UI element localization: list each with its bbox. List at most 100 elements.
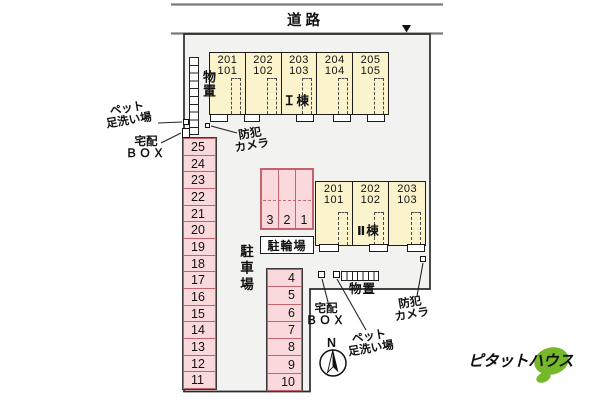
compass-north-label: N	[327, 336, 337, 350]
building-2-name: Ⅱ棟	[357, 224, 380, 238]
delivery-box-marker-bottom	[318, 271, 325, 278]
parking-stall: 21	[183, 204, 216, 223]
bicycle-stall: 2	[278, 169, 296, 229]
unit-number: 101	[323, 193, 344, 206]
unit-number: 105	[360, 64, 381, 77]
parking-stall: 10	[267, 372, 302, 391]
unit-number: 101	[217, 64, 238, 77]
parking-stall: 4	[267, 269, 302, 288]
delivery-box-marker-top	[182, 128, 190, 138]
unit-number: 102	[360, 193, 381, 206]
parking-stall: 5	[267, 286, 302, 305]
logo-bubble-icon	[534, 347, 569, 383]
entry-dash-mark	[338, 78, 349, 114]
parking-stall: 14	[183, 321, 216, 340]
unit-204-104: 204 104	[317, 53, 354, 114]
entry-dash-mark	[373, 78, 384, 114]
parking-left-column: 25 24 23 22 21 20 19 18 17 16 15 14 13 1…	[182, 137, 217, 390]
bicycle-stall: 3	[261, 169, 279, 229]
parking-stall: 15	[183, 304, 216, 323]
parking-stall: 23	[183, 171, 216, 190]
delivery-box-label-bottom: 宅配 ＢＯＸ	[305, 303, 347, 327]
parking-stall: 22	[183, 188, 216, 206]
camera-marker-top	[205, 123, 210, 128]
unit-201-101: 201 101	[210, 53, 246, 114]
unit-202-102: 202 102	[246, 53, 282, 114]
unit-203-103: 203 103	[389, 182, 425, 245]
logo-text: ピタットハウス	[468, 353, 574, 370]
bicycle-dash-line	[263, 200, 311, 201]
parking-stall: 24	[183, 154, 216, 173]
unit-number: 103	[289, 64, 309, 77]
parking-stall: 6	[267, 303, 302, 322]
unit-number: 202	[360, 183, 381, 195]
entry-dash-mark	[230, 78, 241, 114]
entry-step	[407, 244, 425, 252]
pet-wash-marker-bottom	[333, 271, 340, 278]
entry-step	[296, 114, 314, 122]
unit-number: 201	[217, 54, 238, 66]
unit-number: 103	[397, 193, 418, 206]
parking-stall: 19	[183, 238, 216, 256]
pet-wash-marker-top	[183, 119, 189, 125]
storage-shed-row-bottom	[341, 271, 379, 281]
unit-203-103: 203 103	[282, 53, 318, 114]
unit-number: 102	[253, 64, 274, 77]
parking-lot-label: 駐車場	[238, 244, 253, 294]
leader-delivery-bottom	[321, 278, 329, 303]
building-2: 201 101 202 102 203 103	[315, 181, 426, 246]
parking-stall: 7	[267, 320, 302, 340]
camera-marker-bottom	[420, 256, 426, 262]
unit-number: 202	[253, 54, 274, 66]
building-1: 201 101 202 102 203 103 204 104 205 105	[209, 52, 389, 115]
storage-top-label: 物置	[201, 70, 216, 98]
entry-step	[369, 244, 388, 252]
parking-middle-column: 4 5 6 7 8 9 10	[266, 268, 303, 392]
delivery-label-line1: 宅配	[314, 303, 338, 315]
parking-stall: 20	[183, 221, 216, 240]
leader-camera-bottom	[416, 262, 424, 297]
bicycle-stall: 1	[295, 169, 313, 229]
entry-dash-mark	[411, 212, 422, 245]
entry-step	[367, 114, 385, 122]
entry-dash-mark	[302, 78, 313, 114]
delivery-box-label-top: 宅配 ＢＯＸ	[125, 136, 167, 160]
entry-step	[210, 114, 228, 122]
entry-step	[333, 114, 351, 122]
delivery-label-line2: ＢＯＸ	[305, 315, 347, 327]
delivery-label-line2: ＢＯＸ	[125, 148, 167, 160]
unit-201-101: 201 101	[316, 182, 353, 245]
unit-number: 203	[397, 183, 418, 195]
parking-stall: 12	[183, 354, 216, 373]
entry-dash-mark	[266, 78, 277, 114]
entry-dash-mark	[374, 212, 385, 245]
storage-bottom-label: 物置	[349, 282, 377, 296]
parking-stall: 17	[183, 271, 216, 290]
storage-shed-row-top	[189, 57, 199, 135]
entry-dash-mark	[337, 212, 348, 245]
unit-number: 104	[324, 64, 345, 77]
unit-number: 203	[289, 54, 309, 66]
leader-pet-bottom	[336, 278, 367, 331]
bicycle-parking-label: 駐輪場	[260, 236, 314, 254]
unit-number: 201	[323, 183, 344, 195]
leader-delivery-top	[160, 132, 182, 144]
parking-stall: 13	[183, 338, 216, 356]
entry-step	[319, 244, 339, 252]
unit-202-102: 202 102	[353, 182, 390, 245]
parking-stall: 16	[183, 288, 216, 306]
unit-number: 205	[360, 54, 381, 66]
road-label: 道路	[287, 13, 324, 29]
delivery-label-line1: 宅配	[134, 136, 158, 148]
parking-stall: 11	[183, 371, 216, 390]
compass-icon	[319, 349, 347, 377]
parking-stall: 9	[267, 355, 302, 374]
parking-stall: 8	[267, 338, 302, 357]
parking-stall: 25	[183, 138, 216, 156]
unit-number: 204	[324, 54, 345, 66]
unit-205-105: 205 105	[353, 53, 388, 114]
bicycle-parking: 3 2 1	[260, 168, 314, 230]
leader-pet-top	[157, 121, 183, 124]
parking-stall: 18	[183, 254, 216, 273]
